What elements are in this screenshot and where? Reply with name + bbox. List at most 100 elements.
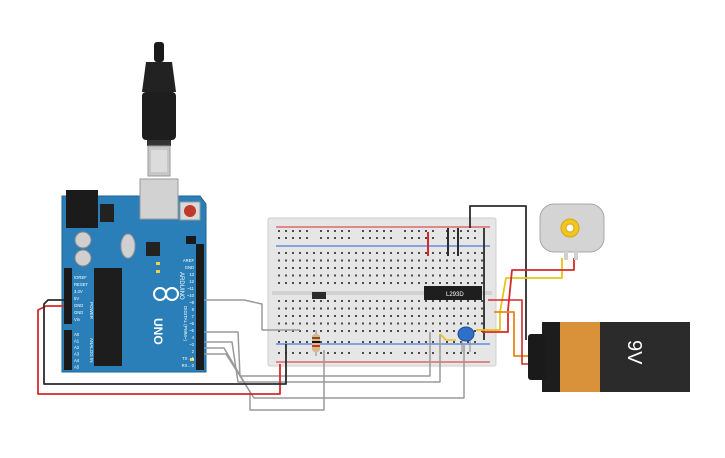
- breadboard-hole[interactable]: [362, 341, 364, 343]
- breadboard-hole[interactable]: [467, 352, 469, 354]
- breadboard-hole[interactable]: [432, 330, 434, 332]
- breadboard-hole[interactable]: [467, 322, 469, 325]
- breadboard-hole[interactable]: [481, 300, 483, 302]
- wire-gray-4[interactable]: [204, 347, 325, 411]
- breadboard-hole[interactable]: [341, 315, 343, 317]
- breadboard-hole[interactable]: [404, 307, 406, 310]
- breadboard-hole[interactable]: [404, 322, 406, 325]
- breadboard-hole[interactable]: [481, 330, 483, 332]
- breadboard-hole[interactable]: [348, 274, 350, 277]
- breadboard-hole[interactable]: [341, 230, 343, 232]
- breadboard-hole[interactable]: [460, 267, 462, 269]
- breadboard-hole[interactable]: [467, 252, 469, 254]
- breadboard-hole[interactable]: [390, 300, 392, 302]
- breadboard-hole[interactable]: [481, 282, 483, 284]
- breadboard-hole[interactable]: [320, 282, 322, 284]
- breadboard-hole[interactable]: [292, 307, 294, 310]
- breadboard-hole[interactable]: [432, 315, 434, 317]
- breadboard-hole[interactable]: [453, 352, 455, 354]
- breadboard-hole[interactable]: [439, 259, 441, 262]
- breadboard-hole[interactable]: [376, 267, 378, 269]
- breadboard-hole[interactable]: [369, 300, 371, 302]
- breadboard-hole[interactable]: [467, 282, 469, 284]
- breadboard-hole[interactable]: [425, 259, 427, 262]
- breadboard-hole[interactable]: [425, 237, 427, 239]
- breadboard-hole[interactable]: [474, 282, 476, 284]
- breadboard-hole[interactable]: [460, 341, 462, 343]
- breadboard-hole[interactable]: [390, 237, 392, 239]
- breadboard-hole[interactable]: [390, 230, 392, 232]
- breadboard-hole[interactable]: [320, 259, 322, 262]
- breadboard-hole[interactable]: [369, 352, 371, 354]
- breadboard-hole[interactable]: [355, 315, 357, 317]
- breadboard-hole[interactable]: [348, 259, 350, 262]
- breadboard-hole[interactable]: [299, 322, 301, 325]
- breadboard-hole[interactable]: [432, 307, 434, 310]
- battery-terminal-snap[interactable]: [528, 334, 546, 380]
- breadboard-hole[interactable]: [299, 267, 301, 269]
- breadboard-hole[interactable]: [327, 252, 329, 254]
- breadboard-hole[interactable]: [481, 267, 483, 269]
- breadboard-hole[interactable]: [285, 274, 287, 277]
- breadboard-hole[interactable]: [299, 300, 301, 302]
- breadboard-hole[interactable]: [397, 322, 399, 325]
- wire-yellow-jumper[interactable]: [439, 333, 456, 341]
- digital-header[interactable]: [196, 244, 204, 370]
- breadboard-hole[interactable]: [320, 230, 322, 232]
- breadboard-hole[interactable]: [390, 282, 392, 284]
- breadboard-hole[interactable]: [292, 230, 294, 232]
- breadboard-hole[interactable]: [439, 307, 441, 310]
- breadboard-hole[interactable]: [397, 267, 399, 269]
- breadboard-hole[interactable]: [383, 282, 385, 284]
- breadboard-hole[interactable]: [460, 352, 462, 354]
- breadboard-hole[interactable]: [425, 322, 427, 325]
- breadboard-hole[interactable]: [425, 307, 427, 310]
- breadboard-hole[interactable]: [453, 282, 455, 284]
- breadboard-hole[interactable]: [432, 322, 434, 325]
- breadboard-hole[interactable]: [418, 252, 420, 254]
- breadboard-hole[interactable]: [299, 274, 301, 277]
- breadboard-hole[interactable]: [404, 259, 406, 262]
- breadboard-hole[interactable]: [313, 282, 315, 284]
- breadboard-hole[interactable]: [446, 352, 448, 354]
- breadboard-hole[interactable]: [460, 274, 462, 277]
- arduino-uno-board[interactable]: ARDUINO UNO POWER ANALOG IN DIGITAL (PWM…: [61, 178, 207, 373]
- ceramic-capacitor[interactable]: [457, 326, 475, 352]
- breadboard-hole[interactable]: [369, 282, 371, 284]
- breadboard-hole[interactable]: [306, 330, 308, 332]
- breadboard-hole[interactable]: [376, 282, 378, 284]
- breadboard-hole[interactable]: [411, 330, 413, 332]
- breadboard-hole[interactable]: [369, 267, 371, 269]
- breadboard-hole[interactable]: [425, 230, 427, 232]
- breadboard-hole[interactable]: [320, 307, 322, 310]
- breadboard-hole[interactable]: [474, 322, 476, 325]
- breadboard-hole[interactable]: [320, 267, 322, 269]
- breadboard-hole[interactable]: [341, 237, 343, 239]
- breadboard-hole[interactable]: [320, 252, 322, 254]
- breadboard-hole[interactable]: [418, 237, 420, 239]
- breadboard-hole[interactable]: [404, 330, 406, 332]
- breadboard-hole[interactable]: [334, 230, 336, 232]
- breadboard-hole[interactable]: [481, 252, 483, 254]
- breadboard-hole[interactable]: [306, 274, 308, 277]
- wires[interactable]: [37, 205, 575, 411]
- breadboard-hole[interactable]: [453, 322, 455, 325]
- breadboard-hole[interactable]: [467, 315, 469, 317]
- breadboard-hole[interactable]: [278, 274, 280, 277]
- breadboard-hole[interactable]: [299, 352, 301, 354]
- breadboard-hole[interactable]: [348, 341, 350, 343]
- breadboard-hole[interactable]: [285, 322, 287, 325]
- breadboard-hole[interactable]: [376, 252, 378, 254]
- breadboard-hole[interactable]: [390, 315, 392, 317]
- breadboard-hole[interactable]: [341, 322, 343, 325]
- breadboard-hole[interactable]: [411, 282, 413, 284]
- breadboard-hole[interactable]: [446, 300, 448, 302]
- breadboard-hole[interactable]: [362, 230, 364, 232]
- breadboard-hole[interactable]: [285, 267, 287, 269]
- breadboard-hole[interactable]: [348, 267, 350, 269]
- breadboard-hole[interactable]: [432, 352, 434, 354]
- breadboard-hole[interactable]: [320, 322, 322, 325]
- breadboard-hole[interactable]: [313, 252, 315, 254]
- breadboard-hole[interactable]: [404, 237, 406, 239]
